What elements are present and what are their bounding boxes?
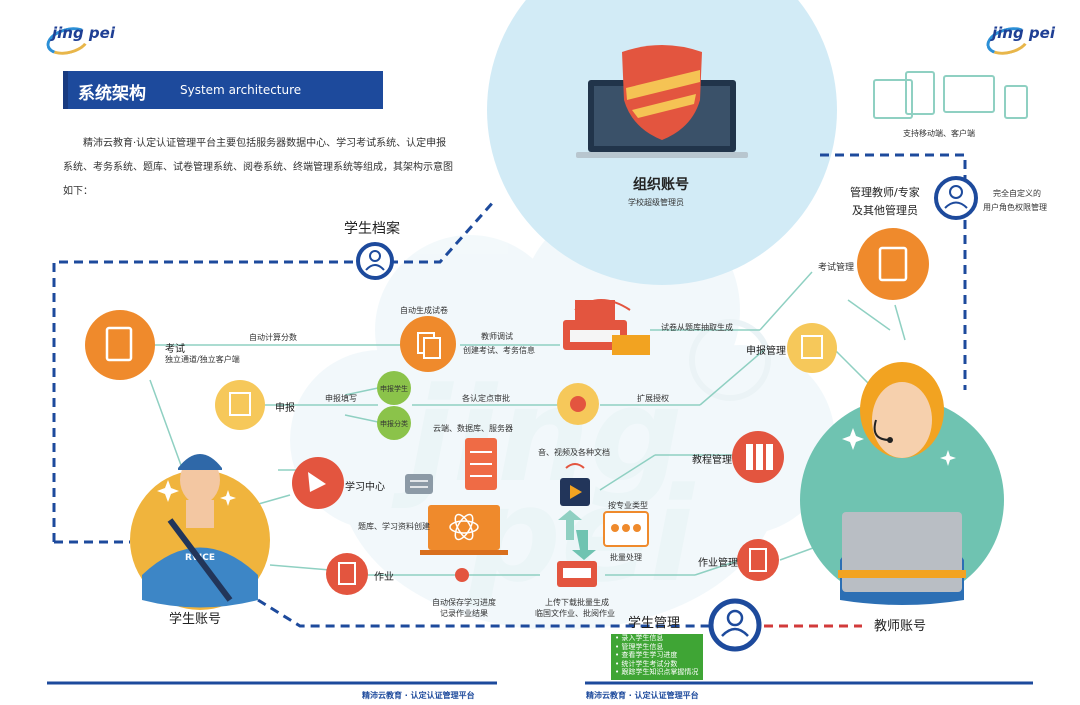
custom-role-1: 完全自定义的 [993, 189, 1041, 198]
logo-text-right: jing pei [992, 24, 1055, 42]
homework-mgmt-label: 作业管理 [698, 558, 738, 569]
cycle-arrows-icon [558, 510, 596, 560]
by-major-label: 按专业类型 [608, 501, 648, 510]
jingpei-logo-left[interactable]: jing pei [43, 22, 115, 60]
homework-mgmt-circle [737, 539, 779, 581]
exam-title: 考试 [165, 344, 185, 355]
paper-from-bank-label: 试卷从题库抽取生成 [661, 323, 733, 332]
server-icon [465, 438, 497, 490]
auto-score-label: 自动计算分数 [249, 333, 297, 342]
homework-label: 作业 [374, 572, 394, 583]
exam-mgmt-circle [857, 228, 929, 300]
dashed-path-bottom [257, 598, 710, 628]
teacher-account-label: 教师账号 [874, 619, 927, 634]
printer-center-top [563, 299, 650, 355]
declare-label: 申报 [275, 403, 295, 414]
chat-bubble-icon [405, 474, 433, 494]
manager-user-icon [934, 176, 978, 220]
devices-icon [873, 71, 1028, 119]
student-mgmt-item: • 录入学生信息 [615, 634, 664, 642]
declare-mgmt-circle [787, 323, 837, 373]
auto-save-label-2: 记录作业结果 [440, 609, 488, 618]
student-mgmt-user-icon [708, 598, 762, 652]
manager-title-2: 及其他管理员 [852, 204, 918, 217]
laptop-shield-icon [576, 45, 748, 158]
org-account-sub: 学校超级管理员 [628, 198, 684, 207]
homework-circle [326, 553, 368, 595]
dashed-path-right [820, 153, 967, 390]
org-account-title: 组织账号 [633, 177, 689, 193]
create-exam-label: 创建考试、考务信息 [463, 346, 535, 355]
batch-label: 批量处理 [610, 553, 642, 562]
footer-left-text: 精沛云教育 · 认定认证管理平台 [362, 691, 475, 700]
video-player-icon [560, 463, 590, 506]
classroom-icon [603, 511, 649, 547]
declare-fill-label: 申报填写 [325, 394, 357, 403]
media-docs-label: 音、视频及各种文档 [538, 448, 610, 457]
intro-line-1: 精沛云教育·认定认证管理平台主要包括服务器数据中心、学习考试系统、认定申报 [83, 138, 447, 149]
student-account-label: 学生账号 [169, 612, 222, 627]
student-mgmt-item: • 管理学生信息 [615, 642, 664, 651]
question-bank-label: 题库、学习资料创建 [358, 522, 430, 531]
intro-line-3: 如下： [63, 186, 93, 197]
save-progress-dot [455, 568, 469, 582]
laptop-atom-icon [420, 505, 508, 555]
sparkles [157, 428, 956, 506]
title-en: System architecture [180, 83, 302, 97]
dashed-path-left [52, 199, 497, 542]
intro-line-2: 系统、考务系统、题库、试卷管理系统、阅卷系统、终端管理系统等组成，其架构示意图 [63, 162, 453, 173]
jingpei-logo-right[interactable]: jing pei [983, 22, 1055, 60]
declare-student-label: 申报学生 [380, 385, 408, 393]
declare-student-node [377, 371, 411, 405]
logo-text-left: jing pei [52, 24, 115, 42]
teacher-avatar [800, 362, 1004, 605]
cloud-db-label: 云端、数据库、服务器 [433, 424, 513, 433]
declare-mgmt-label: 申报管理 [746, 346, 786, 357]
svg-text:jing: jing [391, 359, 683, 511]
cert-review-label: 各认定点审批 [462, 394, 510, 403]
course-mgmt-label: 教程管理 [692, 455, 732, 466]
devices-label: 支持移动端、客户端 [903, 129, 975, 138]
section-title-banner: 系统架构 System architecture [63, 71, 383, 109]
upload-label-2: 临国文作业、批阅作业 [535, 609, 615, 618]
student-avatar: RVICE [130, 454, 270, 610]
student-file-user-icon [356, 242, 394, 280]
student-mgmt-list-box: • 录入学生信息 • 管理学生信息 • 查看学生学习进度 • 统计学生考试分数 … [611, 634, 703, 680]
exam-circle [85, 310, 155, 380]
manager-title-1: 管理教师/专家 [850, 186, 920, 199]
study-center-label: 学习中心 [345, 482, 385, 493]
student-mgmt-item: • 统计学生考试分数 [615, 659, 678, 668]
footer-right-text: 精沛云教育 · 认定认证管理平台 [586, 691, 699, 700]
auto-paper-label: 自动生成试卷 [400, 306, 448, 315]
student-file-label: 学生档案 [344, 221, 400, 237]
declare-type-label: 申报分类 [380, 420, 408, 428]
auto-save-label-1: 自动保存学习进度 [432, 598, 496, 607]
title-cn: 系统架构 [78, 84, 146, 104]
student-mgmt-item: • 跟踪学生知识点掌握情况 [615, 668, 699, 676]
declare-circle [215, 380, 265, 430]
expand-auth-label: 扩展授权 [637, 394, 669, 403]
exam-sub: 独立通道/独立客户端 [165, 355, 240, 364]
teacher-call-label: 教师调试 [481, 332, 513, 341]
exam-mgmt-label: 考试管理 [818, 263, 855, 273]
custom-role-2: 用户角色权限管理 [983, 203, 1047, 212]
intro-paragraph: 精沛云教育·认定认证管理平台主要包括服务器数据中心、学习考试系统、认定申报 系统… [63, 132, 483, 204]
student-mgmt-item: • 查看学生学习进度 [615, 651, 678, 659]
declare-type-node [377, 406, 411, 440]
printer-center-bottom [557, 561, 597, 587]
student-mgmt-label: 学生管理 [628, 616, 681, 631]
upload-label-1: 上传下载批量生成 [545, 598, 609, 607]
